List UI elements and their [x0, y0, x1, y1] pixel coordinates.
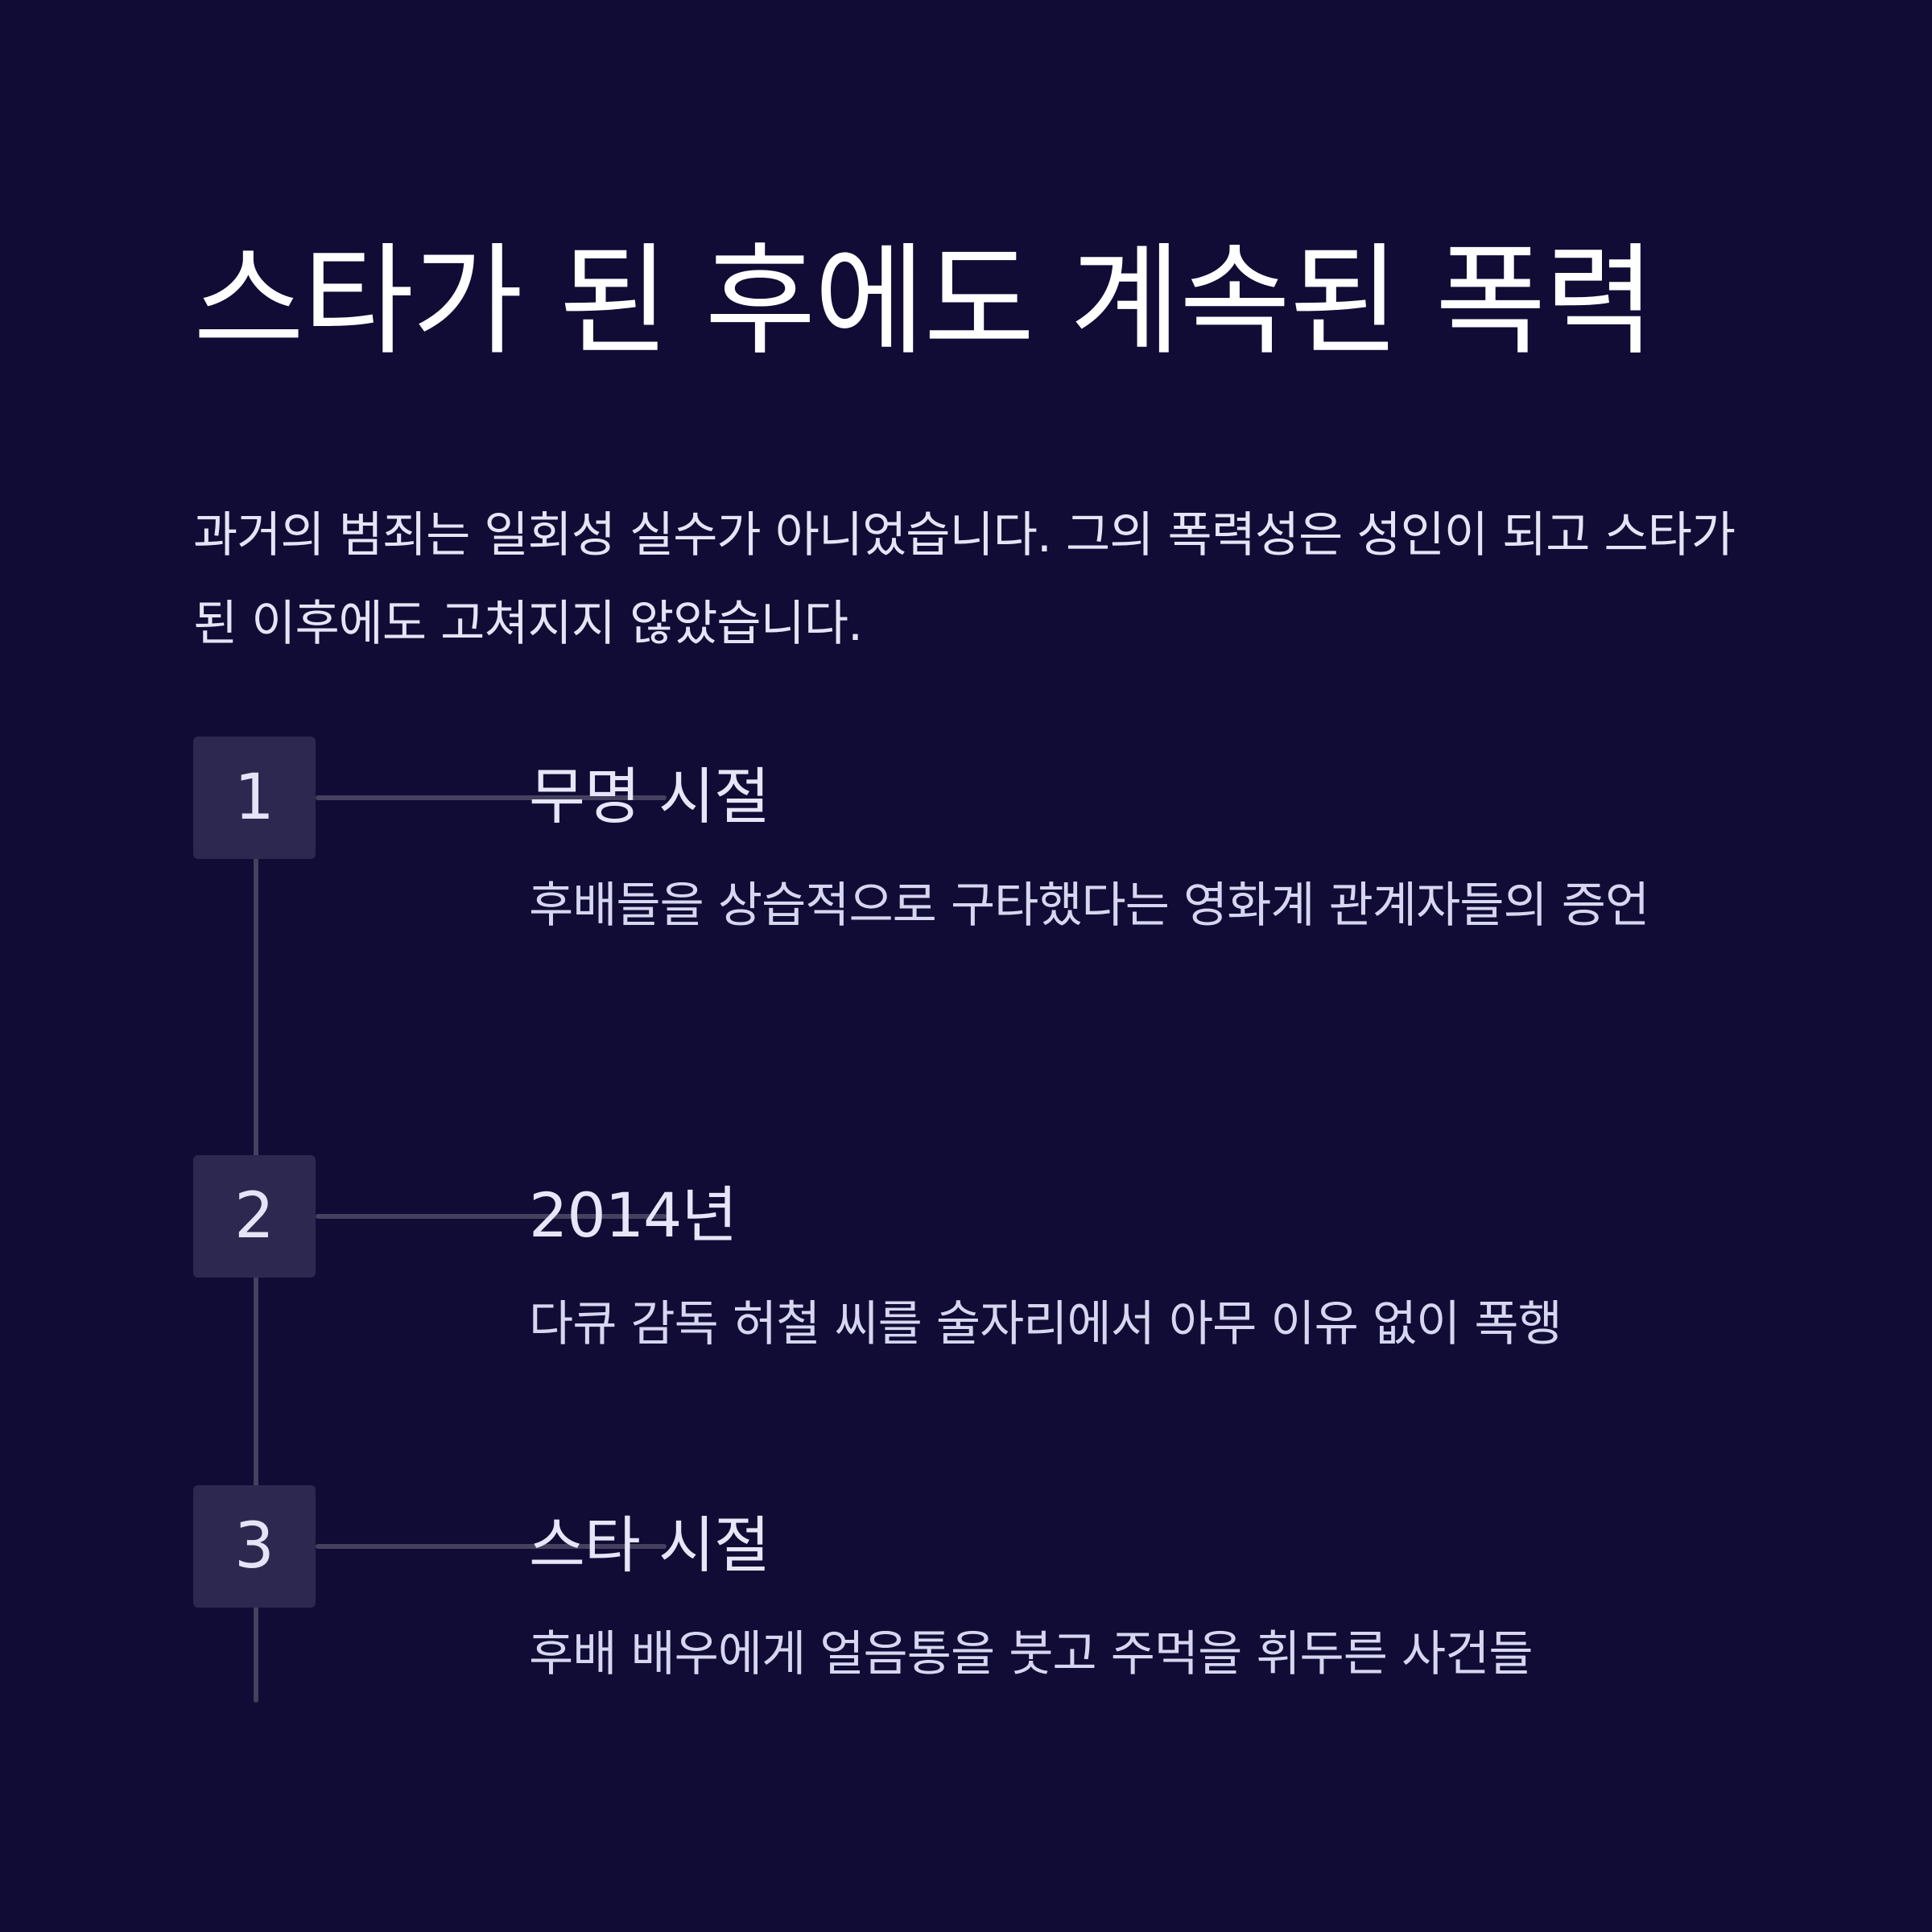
step-number-badge: 2: [193, 1155, 316, 1278]
step-title: 2014년: [529, 1179, 737, 1251]
step-number-badge: 3: [193, 1485, 316, 1608]
step-description: 다큐 감독 허철 씨를 술자리에서 아무 이유 없이 폭행: [529, 1296, 1563, 1352]
timeline-step-2: 2 2014년 다큐 감독 허철 씨를 술자리에서 아무 이유 없이 폭행: [193, 1155, 1755, 1477]
intro-text: 과거의 범죄는 일회성 실수가 아니었습니다. 그의 폭력성은 성인이 되고 스…: [193, 507, 1736, 652]
step-connector: [316, 795, 667, 800]
page-title: 스타가 된 후에도 계속된 폭력: [193, 232, 1656, 372]
step-title: 스타 시절: [529, 1509, 770, 1581]
step-connector: [316, 1214, 667, 1219]
step-description: 후배들을 상습적으로 구타했다는 영화계 관계자들의 증언: [529, 877, 1649, 934]
timeline-step-3: 3 스타 시절 후배 배우에게 얼음통을 붓고 주먹을 휘두른 사건들: [193, 1485, 1755, 1807]
timeline-step-1: 1 무명 시절 후배들을 상습적으로 구타했다는 영화계 관계자들의 증언: [193, 737, 1755, 1059]
step-number-badge: 1: [193, 737, 316, 859]
step-description: 후배 배우에게 얼음통을 붓고 주먹을 휘두른 사건들: [529, 1626, 1534, 1682]
step-connector: [316, 1544, 667, 1549]
step-title: 무명 시절: [529, 761, 770, 832]
timeline-line: [254, 857, 258, 1703]
